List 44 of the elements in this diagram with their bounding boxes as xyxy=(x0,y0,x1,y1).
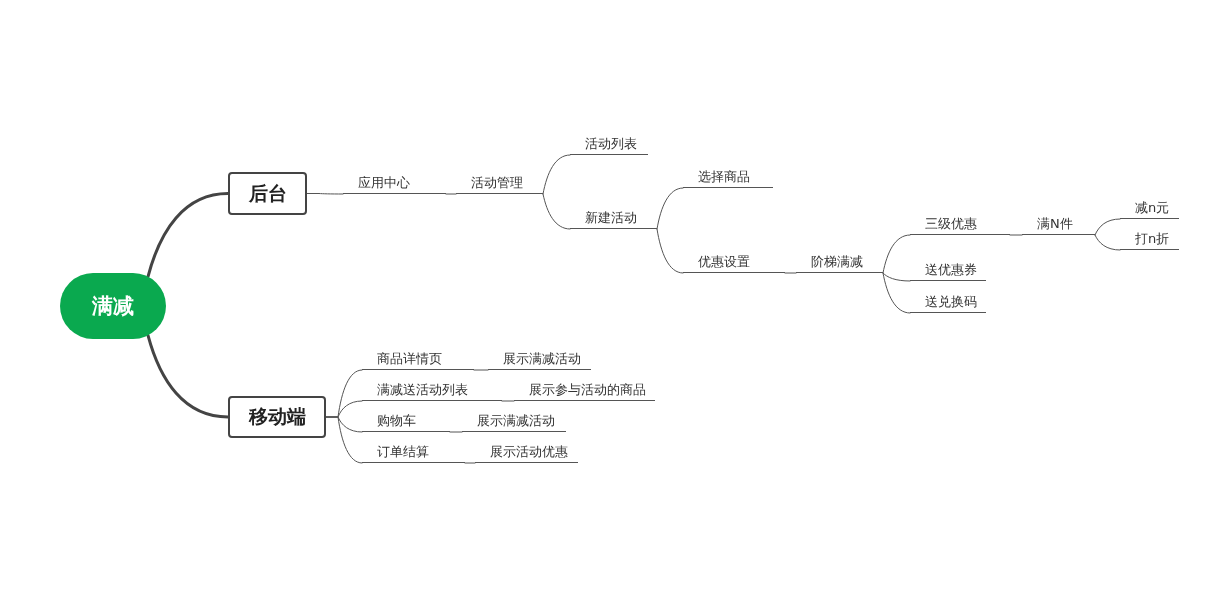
topic-label: 订单结算 xyxy=(362,442,465,463)
topic-label: 三级优惠 xyxy=(910,214,1010,235)
topic-label: 选择商品 xyxy=(683,167,773,188)
topic-label: 活动列表 xyxy=(570,134,648,155)
topic-label: 新建活动 xyxy=(570,208,657,229)
topic-label: 优惠设置 xyxy=(683,252,785,273)
connector-line xyxy=(882,272,911,314)
connector-line xyxy=(1009,234,1023,236)
topic-label: 展示满减活动 xyxy=(488,349,591,370)
main-topic-box: 后台 xyxy=(228,172,307,215)
connector-line xyxy=(445,193,457,195)
topic-label: 活动管理 xyxy=(456,173,543,194)
connector-line xyxy=(784,272,797,274)
connector-line xyxy=(449,431,463,433)
connector-line xyxy=(542,154,571,195)
connector-line xyxy=(146,192,230,279)
topic-label: 展示参与活动的商品 xyxy=(514,380,655,401)
connector-line xyxy=(1094,218,1121,236)
topic-label: 满N件 xyxy=(1022,214,1095,235)
topic-label: 满减送活动列表 xyxy=(362,380,502,401)
topic-label: 应用中心 xyxy=(343,173,446,194)
connector-line xyxy=(306,193,344,195)
connector-line xyxy=(882,272,911,282)
connector-line xyxy=(882,234,911,274)
topic-label: 打n折 xyxy=(1120,229,1179,250)
connector-line xyxy=(656,228,684,274)
root-topic: 满减 xyxy=(60,273,166,339)
connector-line xyxy=(473,369,489,371)
topic-label: 阶梯满减 xyxy=(796,252,883,273)
connector-line xyxy=(1094,234,1121,251)
topic-label: 展示活动优惠 xyxy=(475,442,578,463)
connector-line xyxy=(656,187,684,230)
connector-line xyxy=(542,193,571,230)
topic-label: 购物车 xyxy=(362,411,450,432)
connector-line xyxy=(146,333,230,419)
topic-label: 减n元 xyxy=(1120,198,1179,219)
connector-line xyxy=(325,416,363,464)
connector-line xyxy=(464,462,476,464)
main-topic-box: 移动端 xyxy=(228,396,326,438)
topic-label: 送优惠券 xyxy=(910,260,986,281)
topic-label: 展示满减活动 xyxy=(462,411,566,432)
topic-label: 送兑换码 xyxy=(910,292,986,313)
topic-label: 商品详情页 xyxy=(362,349,474,370)
connector-line xyxy=(501,400,515,402)
